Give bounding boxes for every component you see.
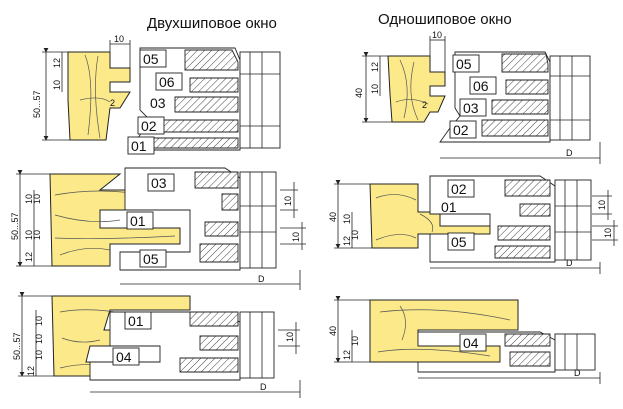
label-05: 05 [143,251,159,267]
dim-left-3: 10 [24,230,34,240]
dim-height: 50...57 [10,212,20,240]
dim-right-0: 10 [597,200,607,210]
label-01: 01 [128,313,144,329]
dim-left-4: 12 [24,252,34,262]
label-05: 05 [143,51,159,67]
dim-right-0: 10 [285,332,295,342]
dim-left-0: 10 [34,316,44,326]
dim-b: 10 [52,80,62,90]
right-bottom-assembly: 04 40 10 12 D [328,296,601,384]
dim-D: D [574,368,581,378]
title-single-tenon: Одношиповое окно [378,11,512,28]
dim-b: 10 [370,84,380,94]
wood-profile [67,51,131,141]
dim-D: D [258,274,265,284]
dim-a: 12 [370,62,380,72]
label-06: 06 [473,78,489,94]
label-03: 03 [463,100,479,116]
dim-left-1: 10 [32,194,42,204]
wood-profile [387,55,446,123]
label-05: 05 [456,56,472,72]
label-02: 02 [453,122,469,138]
right-top-assembly: 05 06 03 02 40 10 12 10 2 D [354,30,601,164]
dim-left-2: 10 [34,350,44,360]
right-mid-assembly: 02 01 05 40 10 10 12 10 10 D [328,175,618,274]
label-06: 06 [159,74,175,90]
dim-left-0: 10 [24,194,34,204]
dim-right-1: 10 [291,232,301,242]
dim-height: 40 [328,212,338,222]
dim-width: 10 [432,30,442,40]
label-01: 01 [130,213,146,229]
dim-left-2: 10 [32,230,42,240]
dim-left-0: 10 [350,336,360,346]
left-mid-assembly: 03 01 05 50...57 10 10 10 10 12 10 10 D [10,167,306,290]
dim-width: 10 [114,34,124,44]
label-03: 03 [151,175,167,191]
label-01: 01 [441,199,457,215]
label-02: 02 [451,181,467,197]
title-double-tenon: Двухшиповое окно [147,15,277,32]
dim-c: 2 [110,98,115,108]
dim-height: 50...57 [12,332,22,360]
label-01: 01 [131,138,147,154]
dim-a: 12 [52,58,62,68]
label-02: 02 [141,118,157,134]
wood-profile [369,299,519,363]
label-04: 04 [116,349,132,365]
left-bottom-assembly: 01 04 50...57 10 10 10 12 10 D [12,292,301,398]
dim-right-0: 10 [283,196,293,206]
dim-height: 40 [328,326,338,336]
dim-D: D [260,382,267,392]
dim-left-0: 10 [342,214,352,224]
dim-D: D [566,258,573,268]
dim-left-2: 12 [342,236,352,246]
dim-right-1: 10 [603,228,613,238]
dim-left-3: 12 [26,366,36,376]
dim-left-1: 10 [34,334,44,344]
left-top-assembly: 05 06 03 02 01 50...57 10 12 10 2 [32,34,281,155]
dim-height: 40 [354,88,364,98]
dim-c: 2 [422,100,427,110]
label-04: 04 [463,335,479,351]
dim-left-1: 12 [342,350,352,360]
dim-D: D [566,148,573,158]
label-05: 05 [451,234,467,250]
dim-left-1: 10 [350,230,360,240]
dim-height: 50...57 [32,90,42,118]
label-03: 03 [150,95,166,111]
